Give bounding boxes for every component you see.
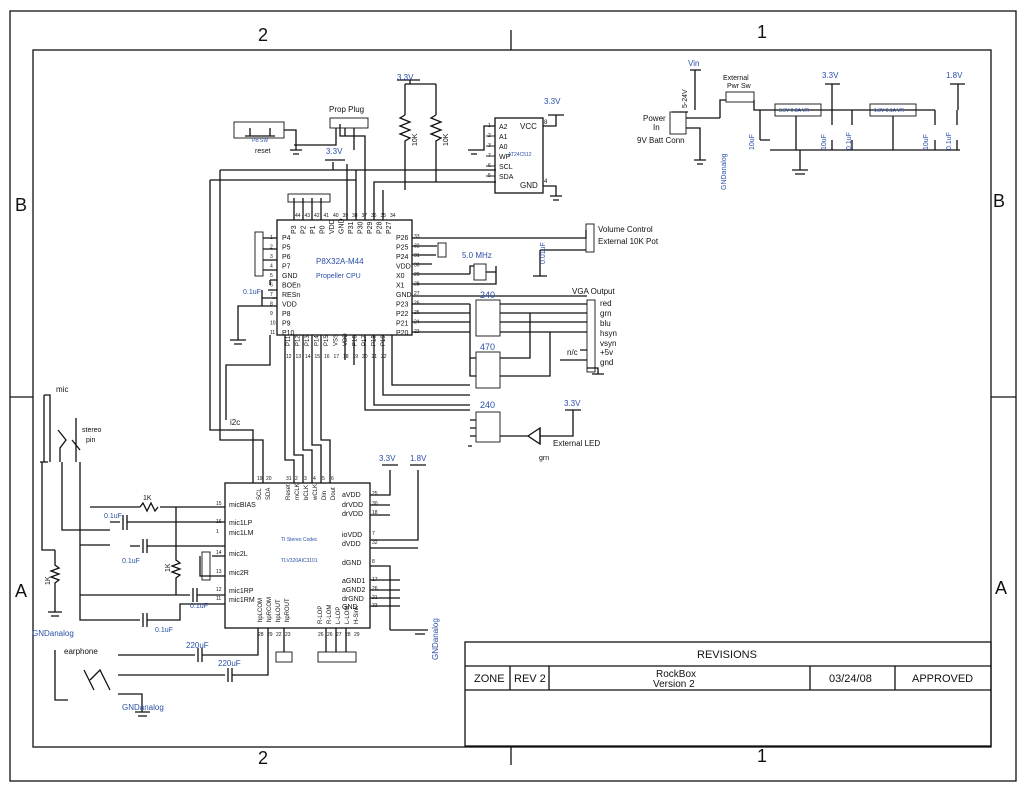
earphone-jack	[54, 628, 269, 717]
cpu-name: Propeller CPU	[316, 273, 361, 280]
revision-date: 03/24/08	[829, 673, 872, 685]
vga-resistor-network-240	[475, 299, 587, 337]
led-resistor-network-240	[468, 411, 528, 447]
codec-power-wiring	[370, 464, 428, 635]
cpu-part-number: P8X32A-M44	[316, 257, 364, 266]
mic-jack	[40, 394, 110, 551]
inner-frame	[32, 49, 992, 748]
vga-resistor-network-470	[469, 304, 551, 389]
eeprom-gnd: GND	[520, 181, 538, 190]
eeprom-part-number: AT24C512	[508, 152, 532, 158]
approved-label: APPROVED	[912, 673, 973, 685]
eeprom-vcc-num: 8	[544, 120, 548, 126]
mic-bias-network	[48, 501, 225, 617]
eeprom-vcc: VCC	[520, 122, 537, 131]
reset-switch	[233, 121, 302, 155]
pullup-resistors	[397, 79, 443, 190]
eeprom-chip: AT24C512 VCC GND 8 4	[494, 117, 548, 194]
zone-bottom-1: 1	[757, 746, 767, 766]
volume-control-header	[533, 223, 595, 277]
zone-left-a: A	[15, 581, 27, 601]
title-line-1: RockBox	[656, 669, 696, 680]
title-line-2: Version 2	[653, 679, 695, 690]
mic-r-network	[79, 545, 225, 627]
power-section	[669, 69, 965, 175]
codec-output-header	[275, 628, 357, 663]
title-block: REVISIONS ZONE REV 2 RockBox Version 2 0…	[464, 641, 992, 747]
zone-right-b: B	[993, 191, 1005, 211]
outer-border	[9, 10, 1017, 782]
zone-right-a: A	[995, 578, 1007, 598]
zone-left-b: B	[15, 195, 27, 215]
eeprom-wiring	[325, 114, 564, 201]
external-led	[526, 409, 581, 446]
zone-top-2: 2	[258, 25, 268, 45]
zone-bottom-2: 2	[258, 748, 268, 768]
zone-header: ZONE	[474, 673, 505, 685]
vga-connector	[560, 299, 604, 375]
eeprom-gnd-num: 4	[544, 179, 548, 185]
codec-part-number: TLV320AIC3101	[281, 558, 318, 564]
revisions-heading: REVISIONS	[697, 649, 757, 661]
propeller-cpu: P8X32A-M44 Propeller CPU	[276, 219, 413, 336]
zone-top-1: 1	[757, 22, 767, 42]
codec-name: TI Stereo Codec	[281, 537, 318, 543]
rev-label: REV 2	[514, 673, 546, 685]
prop-plug	[294, 117, 369, 150]
codec-chip: TI Stereo Codec TLV320AIC3101	[224, 482, 371, 629]
cpu-wiring	[209, 124, 587, 483]
